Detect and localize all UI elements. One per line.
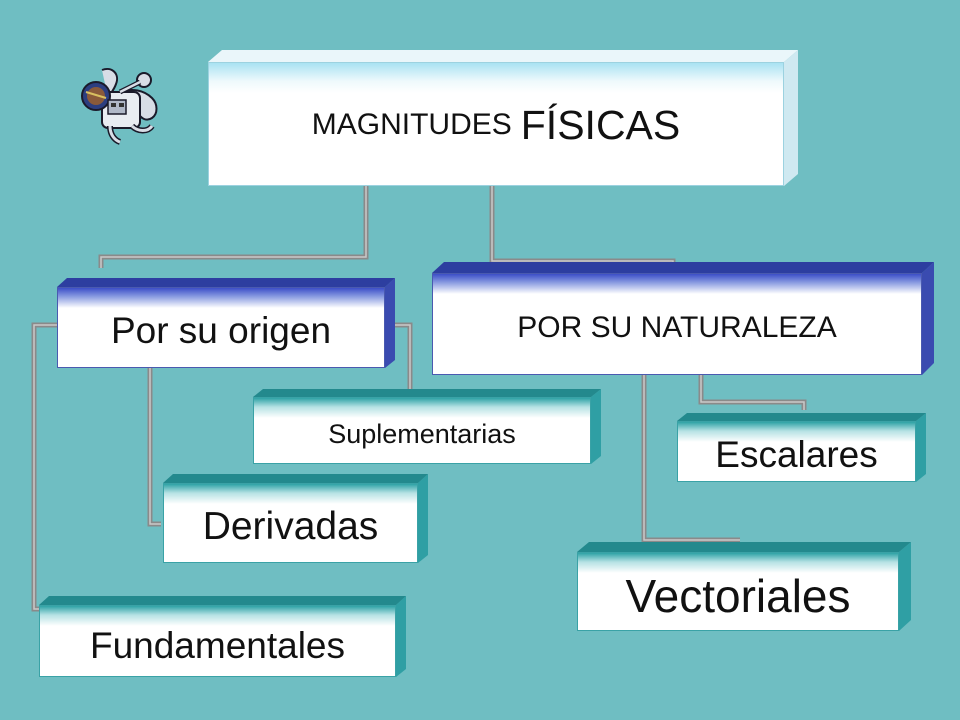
branch-label-por-su-origen: Por su origen xyxy=(110,309,332,351)
origen-box-side xyxy=(385,278,395,368)
leaf-label-derivadas: Derivadas xyxy=(202,505,379,548)
leaf-node-suplementarias: Suplementarias xyxy=(253,397,591,464)
leaf-node-vectoriales: Vectoriales xyxy=(577,552,899,631)
vectoriales-box-top xyxy=(577,542,911,552)
suplementarias-box-top xyxy=(253,389,601,397)
root-label-part2: FÍSICAS xyxy=(520,101,681,148)
branch-node-por-su-origen: Por su origen xyxy=(57,287,385,368)
root-box-top xyxy=(208,50,798,62)
leaf-label-vectoriales: Vectoriales xyxy=(625,569,851,622)
fundamentales-box-side xyxy=(396,596,406,677)
derivadas-box-side xyxy=(418,474,428,563)
branch-node-por-su-naturaleza: POR SU NATURALEZA xyxy=(432,273,922,375)
leaf-node-derivadas: Derivadas xyxy=(163,483,418,563)
vectoriales-box-side xyxy=(899,542,911,631)
leaf-label-fundamentales: Fundamentales xyxy=(89,625,346,666)
escalares-box-side xyxy=(916,413,926,482)
branch-label-por-su-naturaleza: POR SU NATURALEZA xyxy=(517,311,837,344)
root-label-part1: MAGNITUDES xyxy=(311,108,512,141)
suplementarias-box-side xyxy=(591,389,601,464)
escalares-box-top xyxy=(677,413,926,421)
connector-origen-derivadas xyxy=(147,368,161,527)
origen-box-top xyxy=(57,278,395,287)
naturaleza-box-top xyxy=(432,262,934,273)
naturaleza-box-side xyxy=(922,262,934,375)
connector-naturaleza-escalares xyxy=(698,370,807,410)
root-node: MAGNITUDES FÍSICAS xyxy=(208,62,784,186)
leaf-label-suplementarias: Suplementarias xyxy=(328,419,516,449)
astronaut-icon xyxy=(81,68,158,145)
connector-root-origen xyxy=(98,185,369,268)
leaf-node-escalares: Escalares xyxy=(677,421,916,482)
fundamentales-box-top xyxy=(39,596,406,605)
leaf-label-escalares: Escalares xyxy=(715,433,878,475)
root-box-side xyxy=(784,50,798,186)
leaf-node-fundamentales: Fundamentales xyxy=(39,605,396,677)
connector-root-naturaleza xyxy=(489,185,676,270)
derivadas-box-top xyxy=(163,474,428,483)
